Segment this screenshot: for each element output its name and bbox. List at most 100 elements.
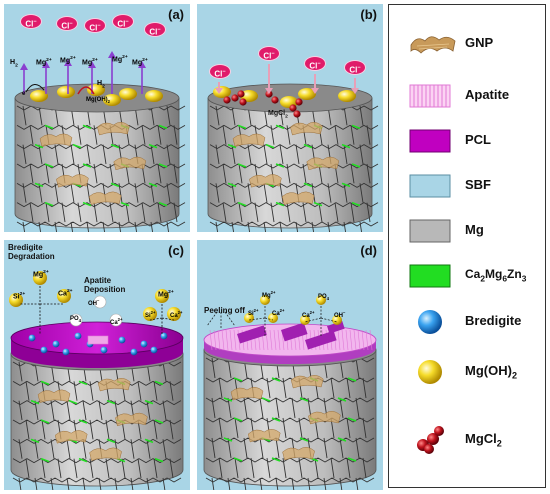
legend-item-mg: Mg <box>389 216 545 246</box>
oh-ion-label: OH− <box>334 310 346 319</box>
chloride-ion: Cl− <box>112 14 134 29</box>
legend-label: SBF <box>465 177 491 192</box>
gnp-flake <box>290 375 324 389</box>
bredigite-particle <box>160 332 168 340</box>
chloride-ion: Cl− <box>344 60 366 75</box>
gnp-flake <box>97 378 131 392</box>
gnp-flake <box>306 156 340 171</box>
bredigite-particle <box>130 348 138 356</box>
cylinder-top <box>14 83 180 113</box>
panel-d: (d) <box>197 240 383 490</box>
mg-ion-label: Mg2+ <box>33 270 49 279</box>
bredigite-particle <box>28 334 36 342</box>
gnp-flake <box>37 389 71 403</box>
bredigite-particle <box>140 340 148 348</box>
legend-item-gnp: GNP <box>389 29 545 59</box>
ion-sphere <box>93 295 107 309</box>
mgcl2-particle <box>295 98 303 106</box>
legend-label-formula: Mg(OH)2 <box>465 363 517 381</box>
ion-sphere <box>167 307 181 321</box>
gnp-flake <box>97 122 130 136</box>
release-lines <box>149 304 175 334</box>
mg-ion-label: Mg2+ <box>262 290 276 299</box>
ca-ion-label: Ca2+ <box>272 308 285 317</box>
mg-ion-label: Mg2+ <box>112 55 128 64</box>
legend-label: Apatite <box>465 87 510 102</box>
chloride-ion: Cl− <box>209 64 231 79</box>
reaction-arc <box>77 86 95 95</box>
arrow-head <box>20 63 28 70</box>
legend-item-pcl: PCL <box>389 126 545 156</box>
peeling-pcl-fragment <box>327 321 345 334</box>
si-ion-label: Si2+ <box>248 308 259 317</box>
arrow-head <box>351 88 359 94</box>
grain-boundaries <box>209 105 379 232</box>
gnp-flake <box>290 122 323 136</box>
ion-sphere <box>57 289 71 303</box>
panel-label: (c) <box>168 243 184 258</box>
mgoh2-particle <box>119 88 137 100</box>
legend-label: Bredigite <box>465 313 522 328</box>
mgcl2-particle <box>293 110 301 118</box>
ca-ion-label: Ca2+ <box>302 310 315 319</box>
gnp-flake <box>89 447 122 461</box>
mg-cylinder-c <box>9 271 184 490</box>
h2-label: H2 <box>97 80 105 90</box>
legend-label: GNP <box>465 35 494 50</box>
legend-box: GNP Apatite PCL SBF Mg Ca2Mg6Zn3 <box>388 4 546 488</box>
ion-sphere <box>244 313 254 323</box>
ca2mg6zn3-square-icon <box>409 264 451 288</box>
si-ion-label: Si2+ <box>13 292 26 301</box>
electron-label: e− <box>22 88 28 97</box>
panel-label: (b) <box>360 7 377 22</box>
arrow-head <box>42 61 50 68</box>
gnp-flake <box>282 447 315 461</box>
gnp-flake <box>281 191 315 205</box>
mg-square-icon <box>409 219 451 243</box>
bredigite-particle <box>40 346 48 354</box>
mgoh2-particle <box>30 90 48 102</box>
peeling-off-label: Peeling off <box>204 306 245 315</box>
panel-label: (d) <box>360 243 377 258</box>
gnp-flake <box>39 133 73 147</box>
mgoh2-particle <box>298 88 316 100</box>
ca-ion-label: Ca2+ <box>58 289 73 298</box>
gnp-flake <box>308 411 341 425</box>
ion-sphere <box>9 293 23 307</box>
gnp-flake <box>113 156 147 171</box>
ca-ion-label: Ca2+ <box>170 310 183 319</box>
mgoh2-particle <box>145 90 163 102</box>
arrow-head <box>265 88 273 94</box>
chloride-ion: Cl− <box>20 14 42 29</box>
mgoh2-particle <box>213 86 231 98</box>
bredigite-sphere-icon <box>418 310 442 334</box>
ion-sphere <box>33 271 47 285</box>
grain-boundaries <box>205 357 375 490</box>
si-ion-label: Si2+ <box>145 310 156 319</box>
gnp-flake-icon <box>410 36 456 54</box>
bredigite-particle <box>52 340 60 348</box>
release-lines <box>248 306 338 336</box>
bredigite-particle <box>118 336 126 344</box>
mgcl2-particle <box>237 90 245 98</box>
mgoh2-particle <box>57 86 75 98</box>
legend-label: Mg <box>465 222 484 237</box>
bredigite-particle <box>150 346 158 354</box>
arrow-head <box>64 59 72 66</box>
cylinder-side <box>207 97 373 229</box>
apatite-deposit <box>87 335 109 345</box>
sbf-square-icon <box>409 174 451 198</box>
ion-sphere <box>300 315 310 325</box>
electron-arc <box>25 84 45 93</box>
mgcl2-particle <box>239 98 247 106</box>
mgoh2-sphere-icon <box>418 360 442 384</box>
legend-item-mgcl2: MgCl2 <box>389 425 545 455</box>
legend-item-apatite: Apatite <box>389 81 545 111</box>
legend-label: PCL <box>465 132 491 147</box>
mgcl2-cluster-icon <box>417 426 444 454</box>
gnp-flake <box>249 174 282 188</box>
mgcl2-particle <box>271 96 279 104</box>
mgoh2-particle <box>338 90 356 102</box>
chloride-ion: Cl− <box>144 22 166 37</box>
